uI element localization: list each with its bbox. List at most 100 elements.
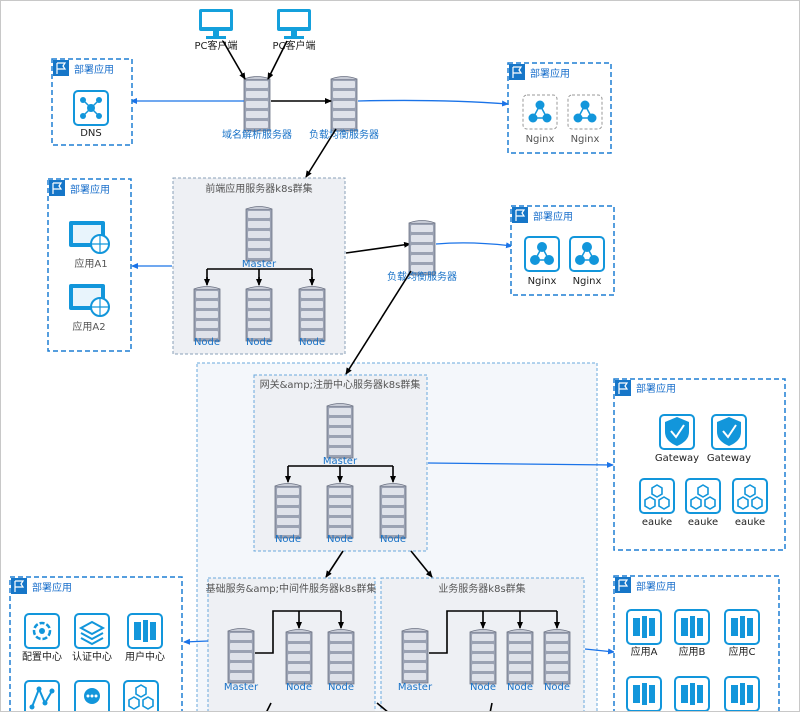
config-center-icon bbox=[24, 613, 60, 649]
node-label: Node bbox=[286, 682, 312, 693]
biz-app-label: 应用A bbox=[631, 645, 658, 658]
master-label: Master bbox=[323, 456, 358, 467]
master-server-icon bbox=[326, 403, 354, 459]
base-app-label: 认证中心 bbox=[72, 650, 112, 663]
lb-server-icon bbox=[330, 76, 358, 132]
arrow-frontend-lb2 bbox=[345, 241, 411, 254]
base-cluster-title: 基础服务&amp;中间件服务器k8s群集 bbox=[206, 582, 377, 595]
base-app-label: 配置中心 bbox=[22, 650, 62, 663]
app-icon bbox=[674, 609, 710, 645]
base-apps-deploy-box: 部署应用 配置中心 认证中心 用户中心 bbox=[9, 576, 183, 711]
flag-icon bbox=[614, 379, 632, 397]
arrow-lb-frontend bbox=[305, 128, 337, 178]
app-icon bbox=[724, 609, 760, 645]
hexagon-cluster-icon bbox=[685, 478, 721, 514]
app-label: 应用A2 bbox=[72, 320, 105, 333]
apps-left-deploy-box: 部署应用 应用A1 应用A2 bbox=[47, 178, 132, 352]
flag-icon bbox=[52, 59, 70, 77]
node-server-icon bbox=[193, 286, 221, 342]
dns-server-icon bbox=[243, 76, 271, 132]
deploy-title: 部署应用 bbox=[530, 67, 570, 80]
eauke-label: eauke bbox=[688, 517, 718, 528]
hexagon-cluster-icon bbox=[639, 478, 675, 514]
gateway-shield-icon bbox=[659, 414, 695, 450]
biz-cluster-title: 业务服务器k8s群集 bbox=[438, 582, 525, 595]
lb2-label: 负载均衡服务器 bbox=[387, 270, 457, 283]
hexagon-cluster-icon bbox=[123, 680, 159, 711]
nginx-mid-deploy-box: 部署应用 Nginx Nginx bbox=[510, 205, 615, 296]
nginx-icon bbox=[569, 236, 605, 272]
lb2-server-icon bbox=[408, 220, 436, 276]
node-server-icon bbox=[274, 483, 302, 539]
frontend-cluster: 前端应用服务器k8s群集 Master Node Node Node bbox=[172, 177, 346, 355]
pc-client-1-label: PC客户端 bbox=[194, 39, 237, 52]
web-app-icon bbox=[69, 284, 110, 317]
master-label: Master bbox=[224, 682, 259, 693]
monitor-icon bbox=[277, 9, 311, 39]
arrow-lb2-nginx bbox=[435, 242, 513, 249]
flag-icon bbox=[508, 63, 526, 81]
node-label: Node bbox=[328, 682, 354, 693]
node-server-icon bbox=[285, 629, 313, 685]
monitor-icon bbox=[199, 9, 233, 39]
dns-label: DNS bbox=[80, 128, 102, 139]
gateway-cluster: 网关&amp;注册中心服务器k8s群集 Master Node Node Nod… bbox=[253, 374, 428, 552]
biz-cluster: 业务服务器k8s群集 Master Node Node Node bbox=[380, 577, 585, 711]
arrow-client1-dns bbox=[222, 40, 246, 80]
nginx-label: Nginx bbox=[573, 276, 602, 287]
master-label: Master bbox=[242, 259, 277, 270]
app-icon bbox=[724, 676, 760, 711]
web-app-icon bbox=[69, 221, 110, 254]
dns-deploy-box: 部署应用 DNS bbox=[51, 58, 133, 146]
pc-client-1: PC客户端 bbox=[194, 9, 238, 52]
arrow-base-apps bbox=[183, 638, 209, 645]
node-server-icon bbox=[379, 483, 407, 539]
base-app-label: 用户中心 bbox=[125, 650, 165, 663]
base-cluster: 基础服务&amp;中间件服务器k8s群集 Master Node Node bbox=[206, 577, 377, 711]
deploy-title: 部署应用 bbox=[636, 580, 676, 593]
deploy-title: 部署应用 bbox=[70, 183, 110, 196]
biz-apps-deploy-box: 部署应用 应用A 应用B 应用C bbox=[613, 575, 780, 711]
node-server-icon bbox=[506, 629, 534, 685]
biz-app-label: 应用B bbox=[679, 645, 706, 658]
app-label: 应用A1 bbox=[74, 257, 107, 270]
pc-client-2-label: PC客户端 bbox=[272, 39, 315, 52]
arrow-lb2-gateway bbox=[345, 270, 412, 375]
node-label: Node bbox=[275, 534, 301, 545]
master-server-icon bbox=[245, 206, 273, 262]
flag-icon bbox=[10, 577, 28, 595]
node-server-icon bbox=[543, 629, 571, 685]
nginx-label: Nginx bbox=[528, 276, 557, 287]
arrow-gateway-apps bbox=[427, 461, 614, 468]
deploy-title: 部署应用 bbox=[74, 63, 114, 76]
auth-center-icon bbox=[74, 613, 110, 649]
hexagon-cluster-icon bbox=[732, 478, 768, 514]
node-label: Node bbox=[544, 682, 570, 693]
deploy-title: 部署应用 bbox=[32, 581, 72, 594]
arrow-gateway-biz bbox=[410, 550, 433, 578]
arrow-gateway-base bbox=[325, 550, 344, 578]
app-icon bbox=[674, 676, 710, 711]
master-label: Master bbox=[398, 682, 433, 693]
graph-icon bbox=[24, 680, 60, 711]
arrow-lb-nginx bbox=[357, 99, 509, 107]
node-server-icon bbox=[298, 286, 326, 342]
flag-icon bbox=[48, 179, 66, 197]
gateway-shield-icon bbox=[711, 414, 747, 450]
nginx-icon bbox=[522, 94, 558, 130]
nginx-label: Nginx bbox=[526, 134, 555, 145]
flag-icon bbox=[511, 206, 529, 224]
eauke-label: eauke bbox=[642, 517, 672, 528]
nginx-label: Nginx bbox=[571, 134, 600, 145]
node-label: Node bbox=[194, 337, 220, 348]
arrow-biz-apps bbox=[584, 648, 615, 655]
nginx-icon bbox=[567, 94, 603, 130]
gateway-label: Gateway bbox=[707, 453, 751, 464]
gateway-cluster-title: 网关&amp;注册中心服务器k8s群集 bbox=[260, 378, 421, 391]
node-server-icon bbox=[469, 629, 497, 685]
frontend-cluster-title: 前端应用服务器k8s群集 bbox=[205, 182, 312, 195]
node-label: Node bbox=[299, 337, 325, 348]
eauke-label: eauke bbox=[735, 517, 765, 528]
